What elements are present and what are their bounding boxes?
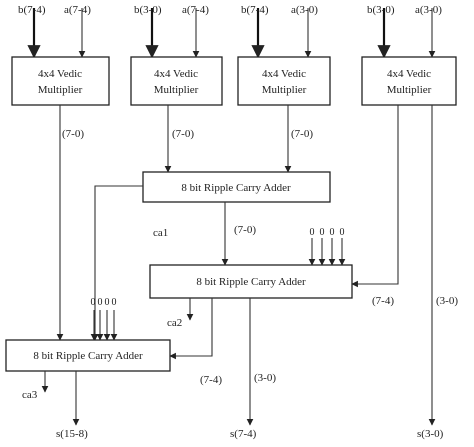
ca2-label: ca2 (167, 317, 182, 329)
input-a-label: a(7-4) (182, 4, 209, 16)
multiplier-1: b(7-4) a(7-4) 4x4 Vedic Multiplier (11, 4, 110, 106)
output-s-mid: s(7-4) (230, 428, 257, 440)
adder-title: 8 bit Ripple Carry Adder (196, 276, 306, 288)
ca3-label: ca3 (22, 389, 38, 401)
multiplier-title: 4x4 Vedic (38, 68, 82, 80)
adder-1: 8 bit Ripple Carry Adder (142, 171, 331, 203)
output-s-high: s(15-8) (56, 428, 88, 440)
multiplier-box (11, 56, 110, 106)
multiplier-title: 4x4 Vedic (387, 68, 431, 80)
adder2-upper-label: (7-4) (200, 374, 222, 386)
multiplier-box (237, 56, 331, 106)
zero-label: 0 (112, 297, 117, 308)
zero-label: 0 (91, 297, 96, 308)
zero-label: 0 (310, 227, 315, 238)
zero-label: 0 (98, 297, 103, 308)
ca1-label: ca1 (153, 227, 168, 239)
adder-box (142, 171, 331, 203)
adder-box (149, 264, 353, 299)
m3-output-label: (7-0) (291, 128, 313, 140)
zero-label: 0 (340, 227, 345, 238)
adder2-zero-inputs: 0 0 0 0 (308, 227, 346, 266)
multiplier-title: 4x4 Vedic (154, 68, 198, 80)
input-b-label: b(3-0) (134, 4, 162, 16)
multiplier-subtitle: Multiplier (38, 84, 83, 96)
m1-output-label: (7-0) (62, 128, 84, 140)
adder-2: 8 bit Ripple Carry Adder (149, 264, 353, 299)
m4-upper-to-adder2-wire (351, 105, 399, 288)
multiplier-3: b(7-4) a(3-0) 4x4 Vedic Multiplier (237, 4, 331, 106)
input-b-label: b(7-4) (18, 4, 46, 16)
zero-label: 0 (105, 297, 110, 308)
input-b-label: b(7-4) (241, 4, 269, 16)
adder2-lower-label: (3-0) (254, 372, 276, 384)
adder2-upper-to-adder3-wire (169, 298, 213, 360)
m4-upper-label: (7-4) (372, 295, 394, 307)
multiplier-subtitle: Multiplier (387, 84, 432, 96)
input-a-label: a(7-4) (64, 4, 91, 16)
multiplier-2: b(3-0) a(7-4) 4x4 Vedic Multiplier (130, 4, 223, 106)
output-s-low: s(3-0) (417, 428, 444, 440)
multiplier-subtitle: Multiplier (154, 84, 199, 96)
input-a-label: a(3-0) (291, 4, 318, 16)
multiplier-4: b(3-0) a(3-0) 4x4 Vedic Multiplier (361, 4, 457, 106)
m4-lower-label: (3-0) (436, 295, 458, 307)
adder-title: 8 bit Ripple Carry Adder (181, 182, 291, 194)
m2-output-label: (7-0) (172, 128, 194, 140)
multiplier-box (361, 56, 457, 106)
adder3-zero-inputs: 0 0 0 0 (91, 297, 118, 341)
zero-label: 0 (330, 227, 335, 238)
adder1-output-label: (7-0) (234, 224, 256, 236)
adder-title: 8 bit Ripple Carry Adder (33, 350, 143, 362)
multiplier-box (130, 56, 223, 106)
adder-3: 8 bit Ripple Carry Adder (5, 339, 171, 372)
input-a-label: a(3-0) (415, 4, 442, 16)
input-b-label: b(3-0) (367, 4, 395, 16)
ca1-wire (91, 185, 143, 341)
multiplier-subtitle: Multiplier (262, 84, 307, 96)
zero-label: 0 (320, 227, 325, 238)
multiplier-title: 4x4 Vedic (262, 68, 306, 80)
